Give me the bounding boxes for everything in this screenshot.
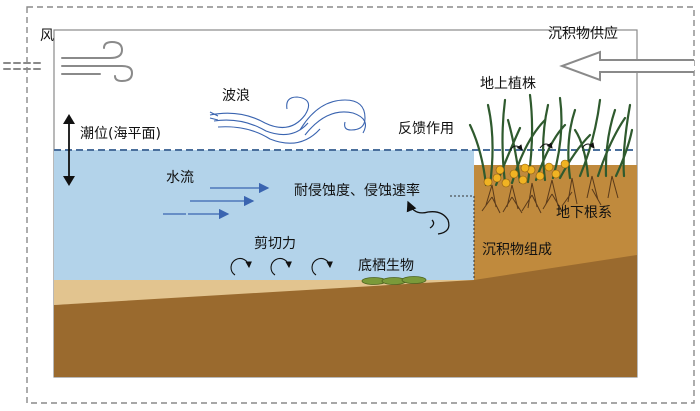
aboveground-plants-label: 地上植株: [480, 76, 536, 92]
wind-label: 风: [40, 28, 54, 44]
belowground-roots-label: 地下根系: [556, 205, 612, 221]
feedback-label: 反馈作用: [398, 121, 454, 137]
tide-arrow-icon: [63, 114, 75, 186]
feedback-arrow-icon: [509, 142, 595, 151]
wind-icon: [3, 40, 134, 83]
current-label: 水流: [166, 170, 194, 186]
benthos-icon: [361, 276, 427, 285]
sediment-composition-label: 沉积物组成: [482, 242, 552, 258]
sediment-supply-label: 沉积物供应: [548, 25, 618, 42]
sediment-supply-arrow-icon: [559, 50, 694, 82]
water-body: [54, 150, 474, 285]
wave-icon: [209, 96, 366, 144]
dotted-guide: [450, 195, 475, 280]
shear-stress-label: 剪切力: [254, 236, 296, 252]
waves-label: 波浪: [222, 88, 250, 104]
benthos-label: 底栖生物: [358, 258, 414, 274]
root-icon: [481, 175, 619, 214]
current-arrow-icon: [163, 182, 270, 220]
erosion-label: 耐侵蚀度、侵蚀速率: [294, 182, 420, 199]
shear-swirl-icon: [230, 258, 333, 276]
eddy-icon: [406, 200, 450, 235]
seed-dots: [483, 159, 570, 188]
tide-level-label: 潮位(海平面): [80, 126, 161, 142]
outer-frame: [26, 6, 695, 404]
bottom-soil: [54, 255, 637, 377]
